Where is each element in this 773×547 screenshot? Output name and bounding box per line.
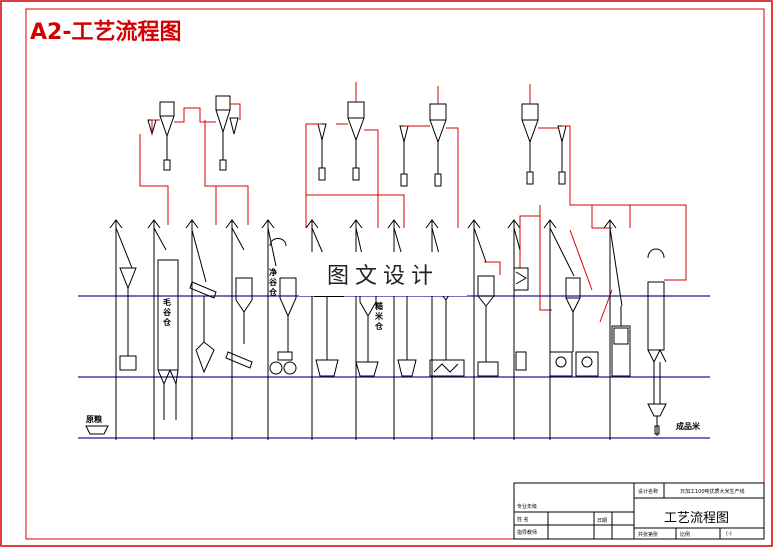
feed-pipes (127, 288, 622, 362)
title-block-frame (513, 482, 765, 540)
title-block-sheets: 共张第张 (638, 532, 659, 538)
bucket-elevators (109, 219, 617, 440)
air-duct-network (139, 82, 687, 323)
label-bin-2: 净谷仓 (269, 268, 277, 297)
label-product: 成品米 (676, 422, 700, 431)
title-block-row-2: 姓 名 (517, 517, 529, 523)
process-equipment (119, 238, 667, 436)
watermark-text: 图文设计 (299, 252, 467, 296)
title-block-code: (-) (726, 531, 732, 537)
label-raw-material: 原粮 (86, 415, 102, 424)
title-block-row-1: 专业年级 (517, 504, 538, 510)
sheet-title: A2-工艺流程图 (30, 20, 182, 45)
title-block-project-label: 设计名称 (638, 489, 659, 495)
dust-collector-units (147, 95, 567, 187)
intake-hopper (85, 425, 109, 435)
title-block-date: 日期 (597, 518, 608, 524)
title-block-project-value: 日加工100吨优质大米生产线 (680, 489, 745, 495)
title-block-scale: 比例 (680, 532, 691, 538)
title-block-row-3: 指导教师 (517, 530, 538, 536)
inner-frame (25, 8, 765, 540)
title-block-drawing-title: 工艺流程图 (664, 511, 730, 526)
label-bin-3: 糙米仓 (375, 302, 383, 331)
label-bin-1: 毛谷仓 (163, 298, 171, 327)
